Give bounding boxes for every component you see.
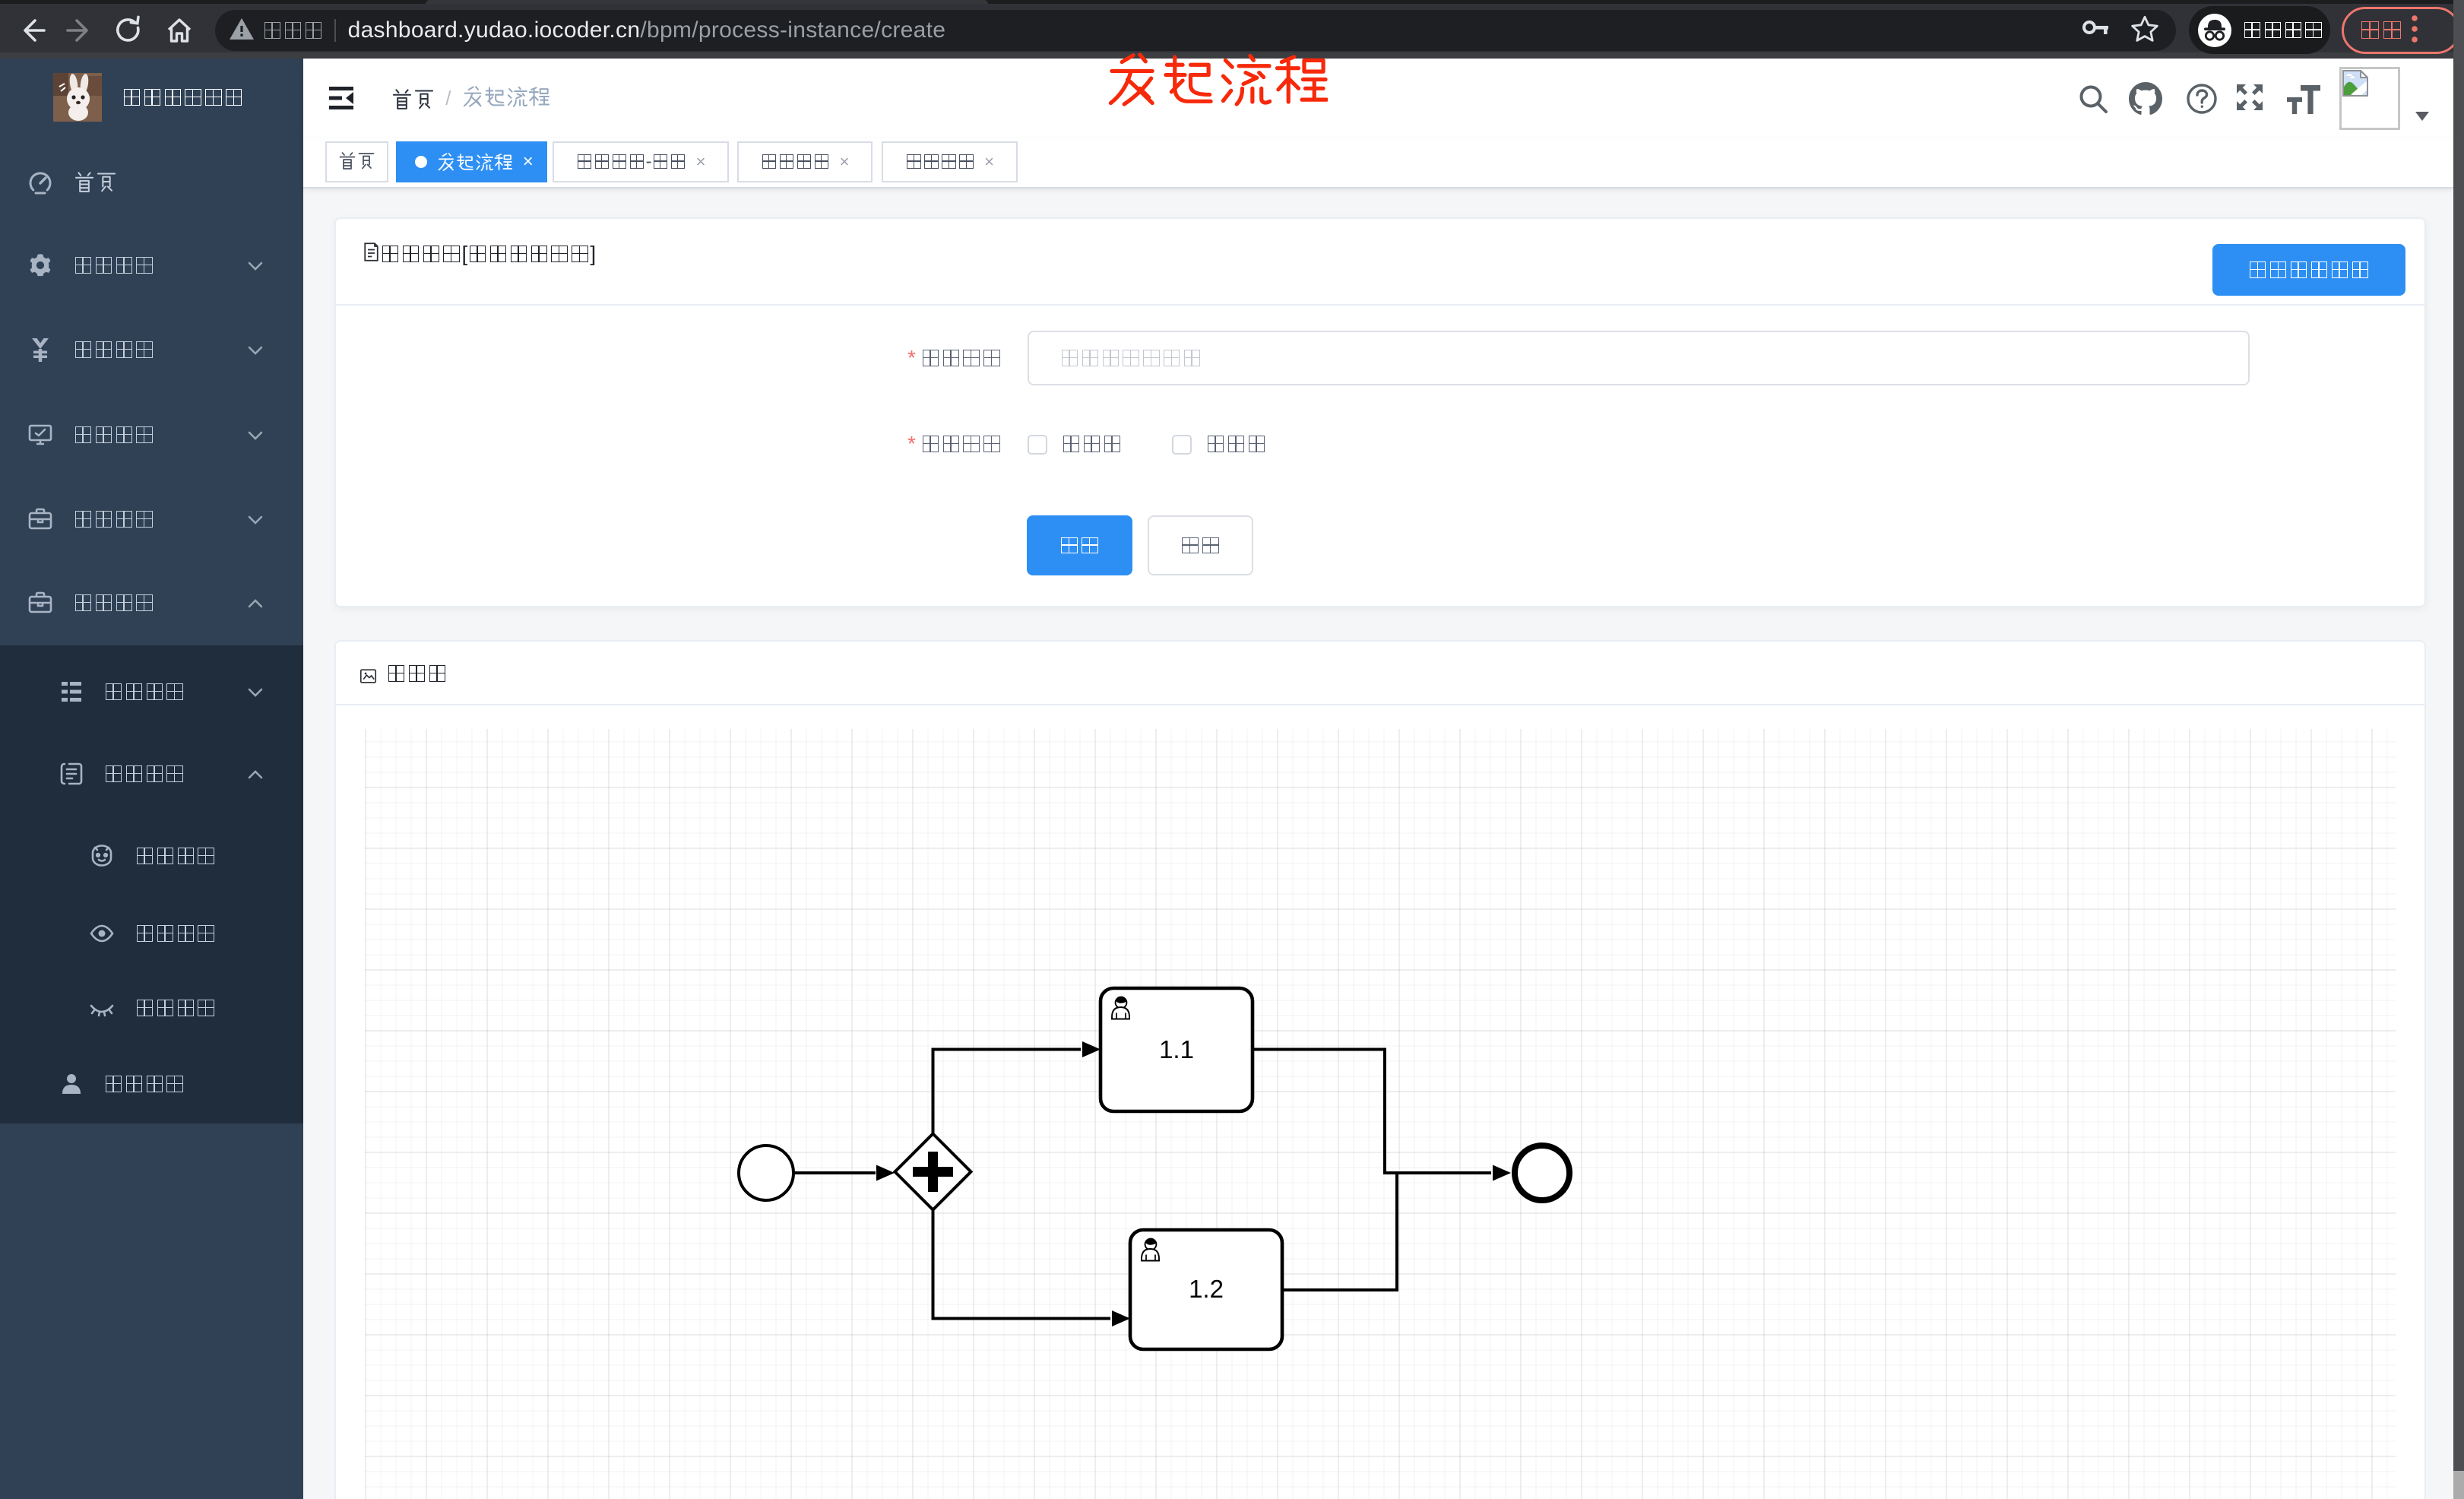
svg-text:1.1: 1.1: [1159, 1035, 1194, 1063]
svg-text:1.2: 1.2: [1189, 1275, 1224, 1303]
